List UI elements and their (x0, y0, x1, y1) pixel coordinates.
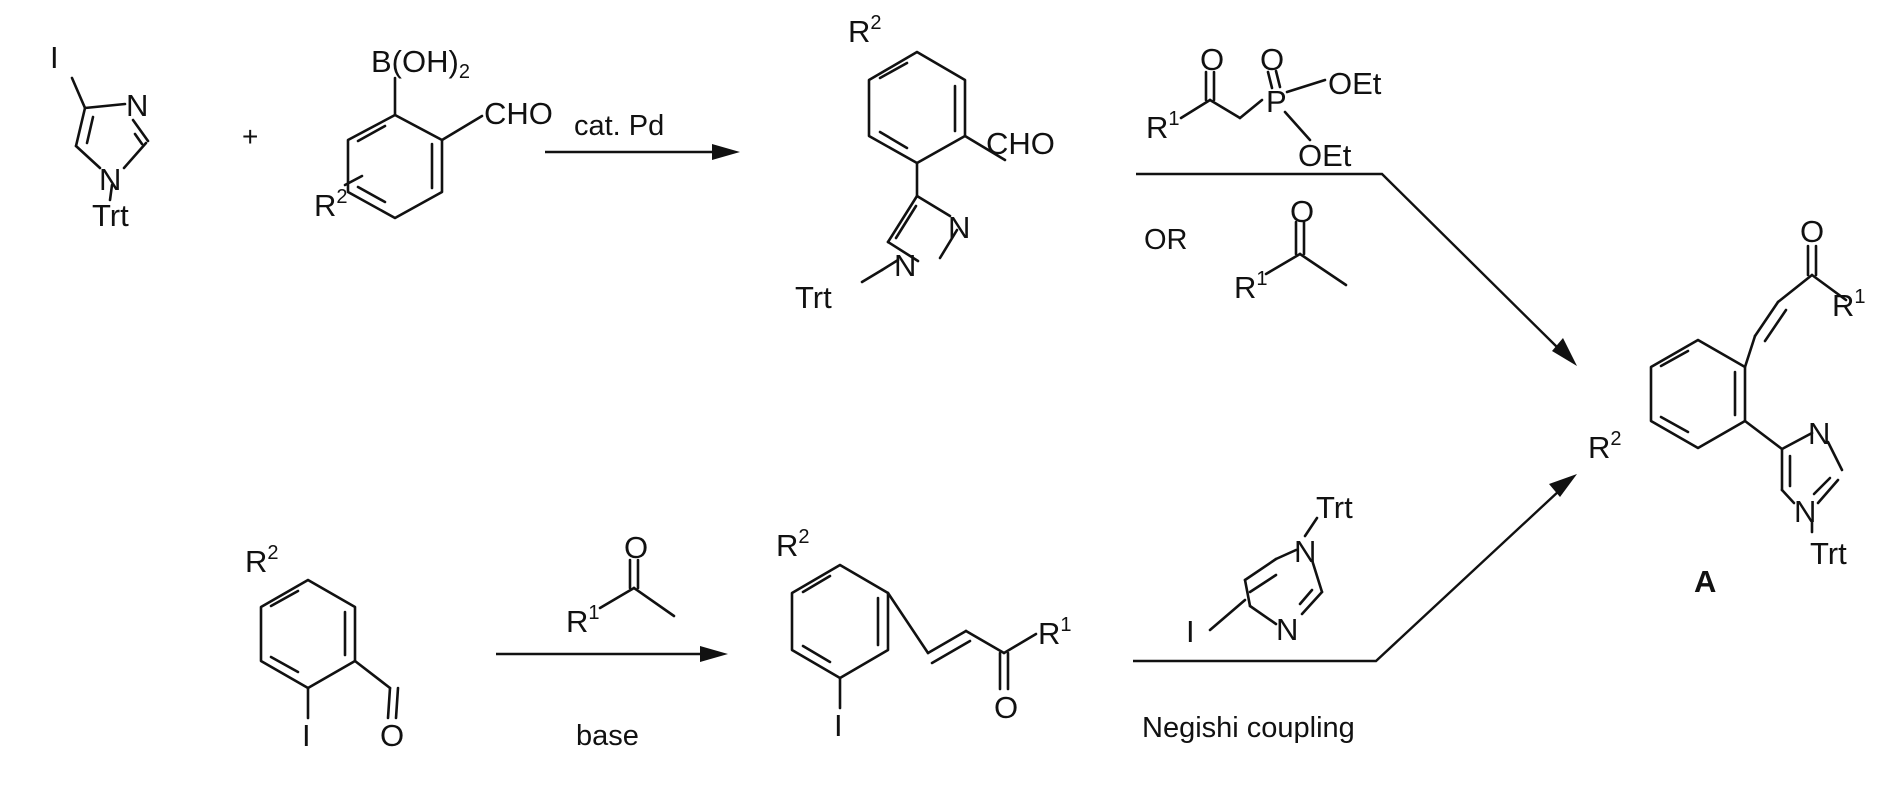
atom-n-product-3: N (1808, 416, 1831, 451)
iodoimidazole-bonds (70, 76, 150, 202)
condition-negishi: Negishi coupling (1142, 712, 1355, 744)
atom-r2-product: R2 (1588, 428, 1622, 465)
atom-r2-biaryl: R2 (848, 12, 882, 49)
atom-r2-boronic: R2 (314, 186, 348, 223)
atom-oet-1: OEt (1328, 66, 1382, 101)
atom-n-negishi-3: N (1276, 612, 1299, 647)
atom-o-ketone-phosphonate: O (1200, 42, 1225, 77)
atom-r2-iodobenzaldehyde: R2 (245, 542, 279, 579)
enone-intermediate-bonds (790, 563, 1038, 710)
atom-i-negishi: I (1186, 614, 1195, 649)
atom-o-enone: O (994, 690, 1019, 725)
atom-r1-product: R1 (1832, 286, 1866, 323)
atom-trt-biaryl: Trt (795, 280, 832, 315)
atom-o-phosphoryl: O (1260, 42, 1285, 77)
negishi-arrow (1133, 489, 1561, 663)
atom-n-biaryl-1: N (894, 248, 917, 283)
methyl-ketone-top-bonds (1264, 220, 1348, 287)
atom-o-methylketone-bottom: O (624, 530, 649, 565)
atom-o-iodobenzaldehyde: O (380, 718, 405, 753)
condition-suzuki: cat. Pd (574, 110, 665, 142)
atom-n-biaryl-3: N (948, 210, 971, 245)
atom-i-top: I (50, 40, 59, 75)
atom-trt-negishi: Trt (1316, 490, 1353, 525)
atom-cho-biaryl: CHO (986, 126, 1055, 161)
iodobenzaldehyde-bonds (259, 578, 400, 720)
methyl-ketone-bottom-bonds (598, 558, 676, 618)
atom-trt-top: Trt (92, 198, 129, 233)
condition-or: OR (1144, 224, 1188, 256)
atom-r1-methylketone-top: R1 (1234, 268, 1268, 305)
atom-n-negishi-1: N (1294, 534, 1317, 569)
atom-boron-group: B(OH)2 (371, 44, 470, 83)
atom-oet-2: OEt (1298, 138, 1352, 173)
atom-o-methylketone-top: O (1290, 194, 1315, 229)
atom-cho-boronic: CHO (484, 96, 553, 131)
atom-n-top-1: N (99, 162, 122, 197)
atom-trt-product: Trt (1810, 536, 1847, 571)
product-a-bonds (1649, 244, 1848, 534)
atom-o-product: O (1800, 214, 1825, 249)
biaryl-aldehyde-bonds (860, 50, 1007, 284)
atom-n-product-1: N (1794, 494, 1817, 529)
atom-r1-phosphonate: R1 (1146, 108, 1180, 145)
hwe-arrow (1136, 172, 1561, 351)
phosphonate-bonds (1179, 69, 1327, 142)
aldol-arrowhead (700, 646, 728, 662)
reaction-arrows (496, 144, 1577, 663)
suzuki-arrowhead (712, 144, 740, 160)
boronic-acid-bonds (343, 76, 484, 220)
atom-i-enone: I (834, 708, 843, 743)
negishi-imidazole-bonds (1208, 516, 1324, 632)
atom-n-top-3: N (126, 88, 149, 123)
atom-r1-methylketone-bottom: R1 (566, 602, 600, 639)
negishi-arrowhead (1549, 474, 1577, 497)
condition-base: base (576, 720, 639, 752)
atom-r1-enone: R1 (1038, 614, 1072, 651)
atom-r2-enone: R2 (776, 526, 810, 563)
atom-p: P (1266, 84, 1287, 119)
atom-i-iodobenzaldehyde: I (302, 718, 311, 753)
hwe-arrowhead (1552, 338, 1577, 366)
product-label: A (1694, 564, 1717, 599)
plus-sign: + (242, 121, 259, 152)
